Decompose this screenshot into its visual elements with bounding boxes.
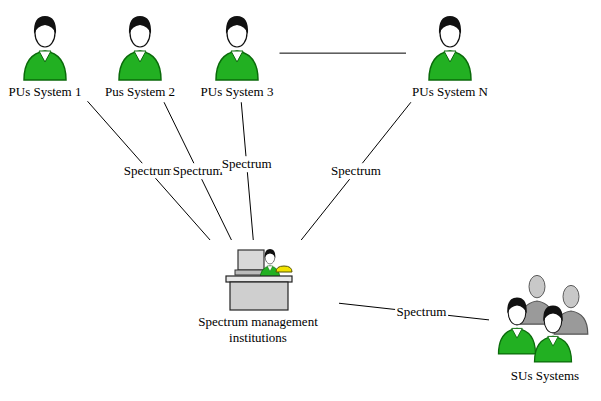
node-label: SUs Systems xyxy=(491,368,599,384)
edge-label: Spectrum xyxy=(395,305,449,321)
connector-line xyxy=(301,102,411,240)
primary-user-system: PUs System 3 xyxy=(197,6,278,100)
node-label: PUs System N xyxy=(408,84,492,100)
edge-label: Spectrum xyxy=(171,163,225,179)
edge-label: Spectrum xyxy=(122,163,176,179)
secondary-user-group: SUs Systems xyxy=(491,268,599,384)
figure-icon xyxy=(212,6,262,84)
figure-icon xyxy=(218,242,298,314)
figure-icon xyxy=(115,6,165,84)
node-label: PUs System 3 xyxy=(197,84,278,100)
edge-label: Spectrum xyxy=(220,156,274,172)
figure-icon xyxy=(20,6,70,84)
node-label: Spectrum management institutions xyxy=(183,314,333,347)
node-label: Pus System 2 xyxy=(101,84,180,100)
primary-user-system: PUs System 1 xyxy=(5,6,86,100)
primary-user-system: Pus System 2 xyxy=(101,6,180,100)
connector-line xyxy=(339,303,489,320)
node-label: PUs System 1 xyxy=(5,84,86,100)
primary-user-system: PUs System N xyxy=(408,6,492,100)
connector-line xyxy=(280,53,407,54)
management-desk: Spectrum management institutions xyxy=(179,242,337,347)
figure-icon xyxy=(425,6,475,84)
edge-label: Spectrum xyxy=(329,163,383,179)
figure-icon xyxy=(495,268,595,368)
